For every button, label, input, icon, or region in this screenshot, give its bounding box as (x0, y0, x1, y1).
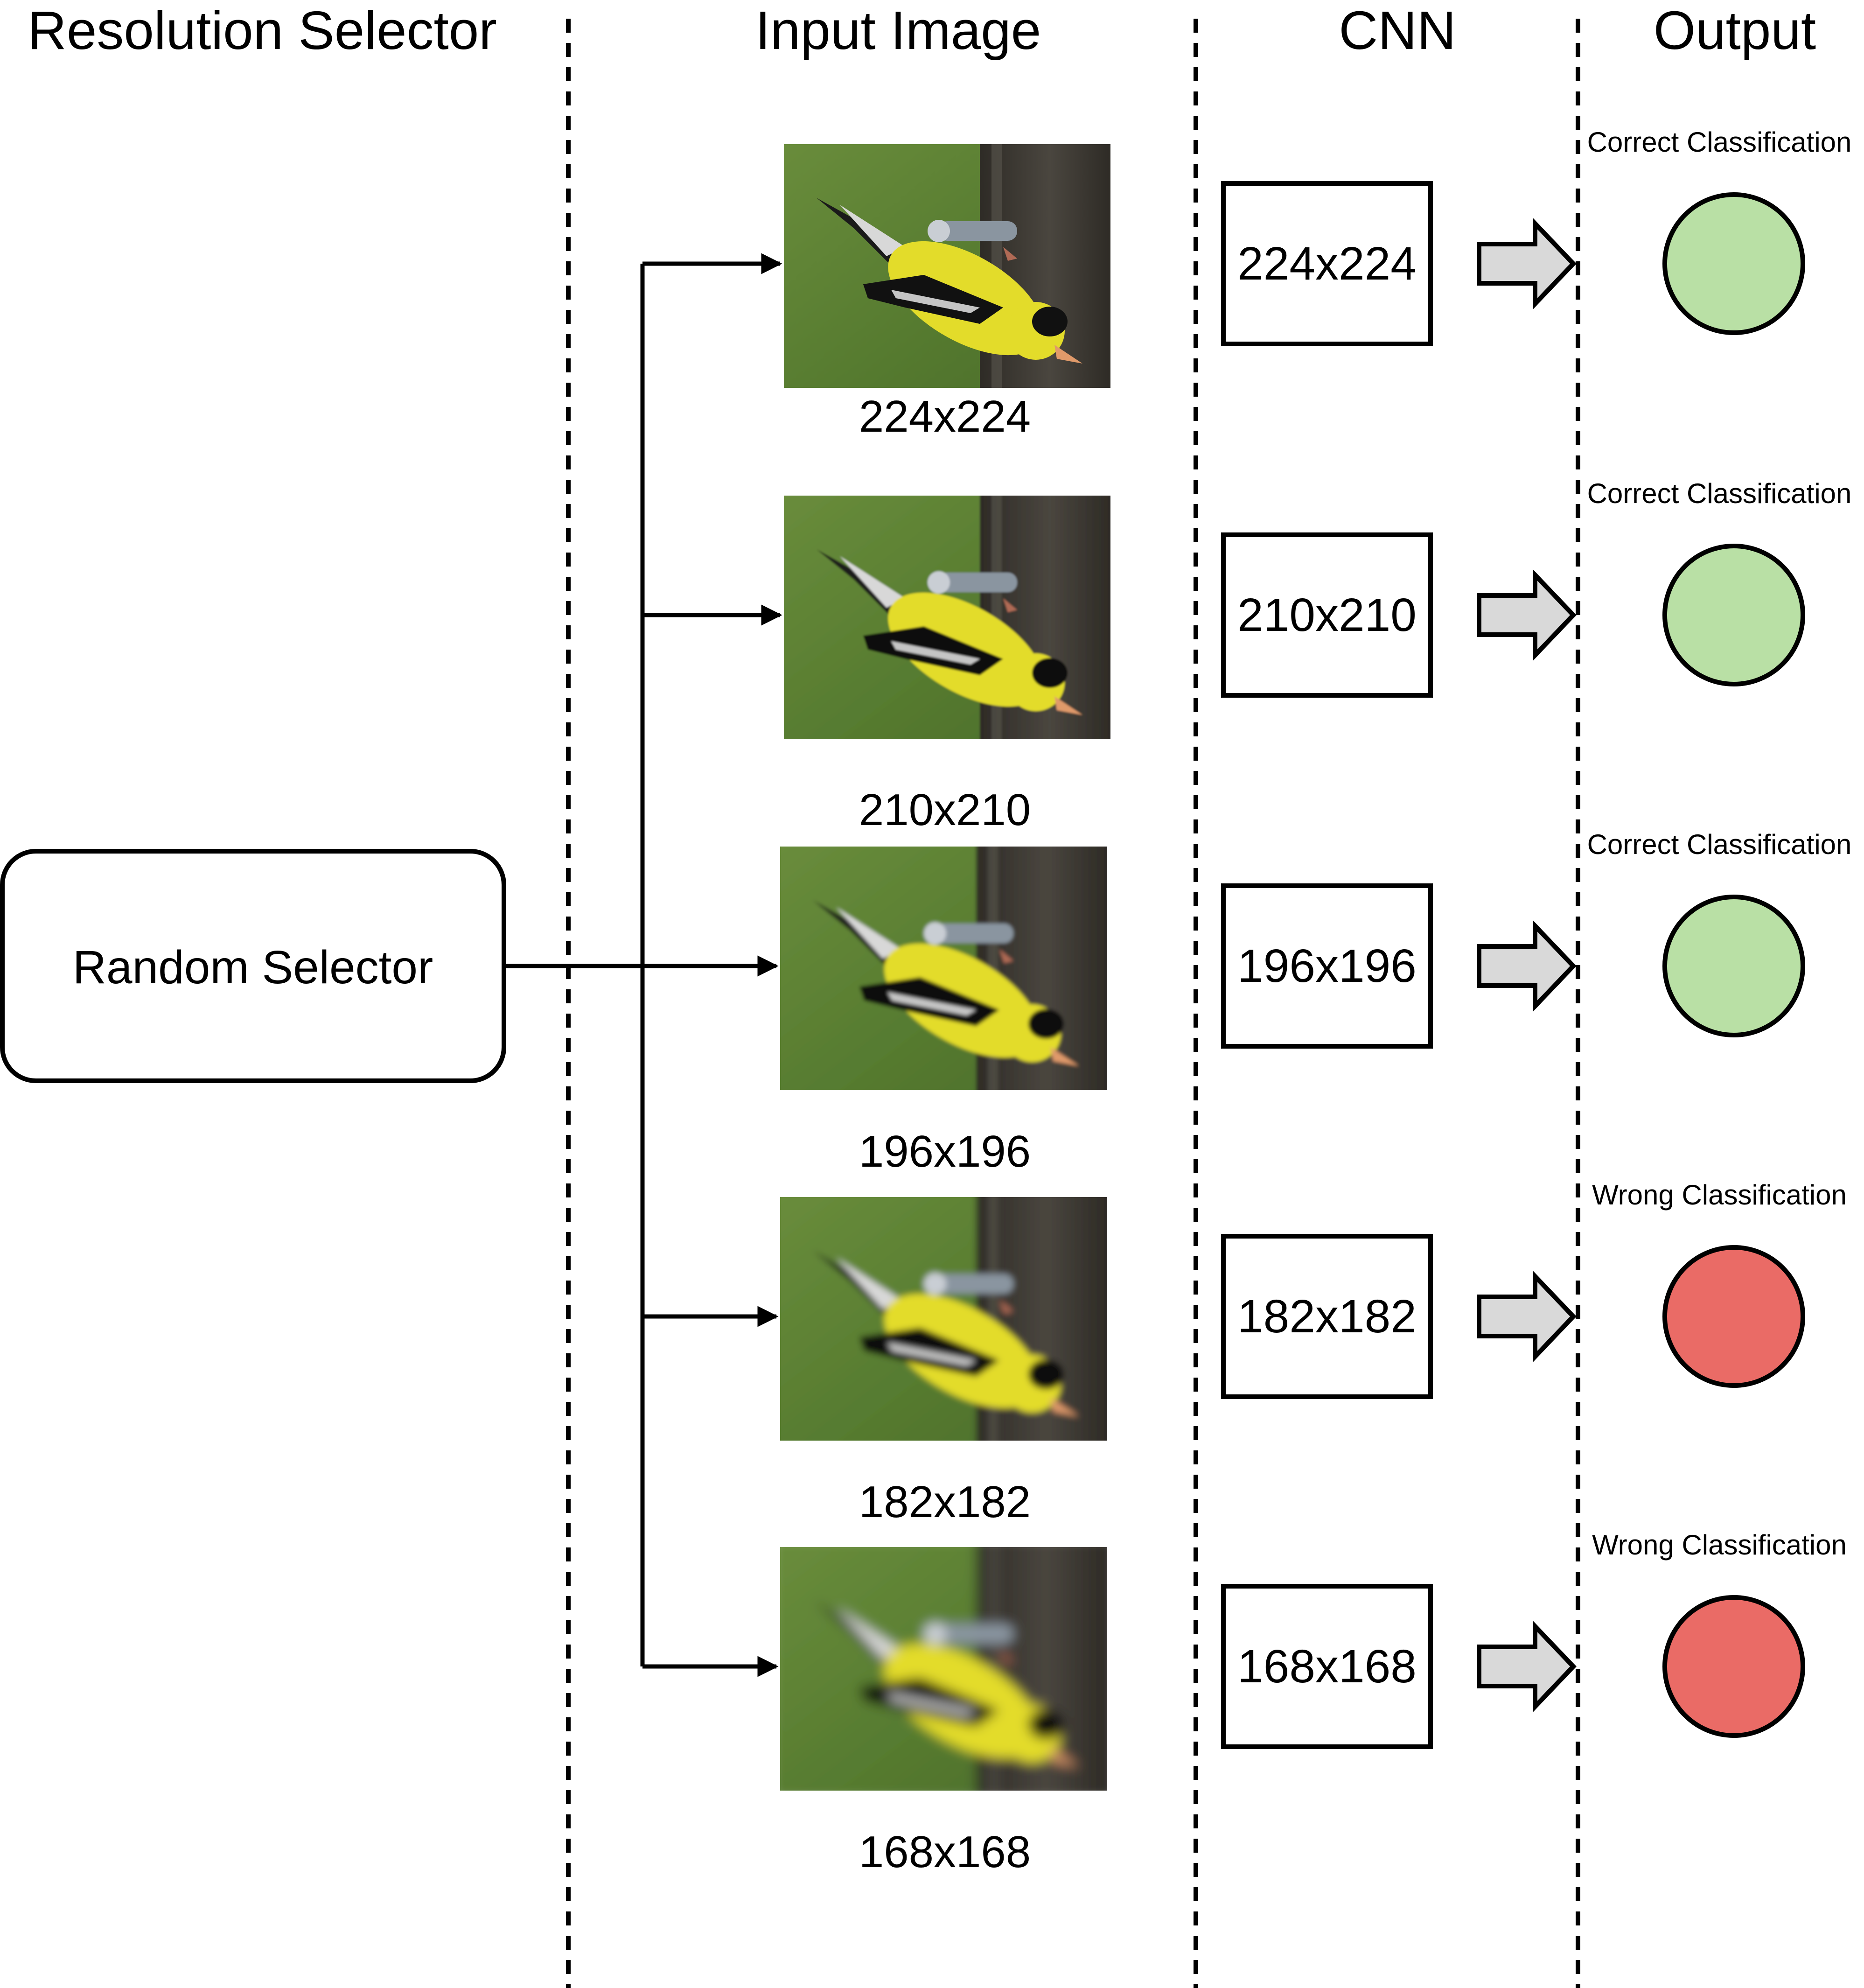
header-cnn: CNN (1339, 0, 1456, 61)
correct-result-circle (1662, 192, 1805, 335)
cnn-box (1221, 532, 1433, 698)
header-output: Output (1654, 0, 1816, 61)
cnn-resolution-label: 182x182 (1237, 1290, 1417, 1343)
random-selector-label: Random Selector (73, 941, 433, 994)
wrong-result-circle (1662, 1595, 1805, 1738)
classification-label: Correct Classification (1587, 126, 1852, 158)
classification-label: Wrong Classification (1592, 1179, 1847, 1211)
random-selector: Random Selector (0, 849, 506, 1083)
correct-result-circle (1662, 544, 1805, 686)
header-input-image: Input Image (755, 0, 1041, 61)
image-resolution-label: 182x182 (859, 1477, 1031, 1527)
block-arrow (1477, 569, 1577, 661)
block-arrow (1477, 1270, 1577, 1363)
selector-connectors (504, 264, 645, 1666)
bird-image (784, 144, 1110, 388)
bird-image (780, 847, 1107, 1090)
bird-image (780, 1547, 1107, 1791)
cnn-box (1221, 1234, 1433, 1399)
cnn-resolution-label: 224x224 (1237, 238, 1417, 290)
bird-image (780, 1197, 1107, 1441)
image-resolution-label: 196x196 (859, 1127, 1031, 1176)
correct-result-circle (1662, 895, 1805, 1037)
classification-label: Correct Classification (1587, 478, 1852, 509)
image-resolution-label: 210x210 (859, 785, 1031, 835)
block-arrow (1477, 920, 1577, 1012)
resolution-row: 168x168 168x168 Wrong Classification (642, 1529, 1847, 1877)
resolution-row: 182x182 182x182 Wrong Classification (642, 1179, 1847, 1527)
image-resolution-label: 224x224 (859, 392, 1031, 441)
classification-label: Wrong Classification (1592, 1529, 1847, 1561)
bird-image (784, 496, 1110, 739)
cnn-resolution-label: 210x210 (1237, 589, 1417, 641)
cnn-box (1221, 883, 1433, 1049)
resolution-row: 224x224 224x224 Correct Classification (642, 126, 1851, 441)
cnn-resolution-label: 196x196 (1237, 940, 1417, 992)
cnn-resolution-label: 168x168 (1237, 1640, 1417, 1693)
wrong-result-circle (1662, 1245, 1805, 1388)
cnn-box (1221, 1584, 1433, 1749)
image-resolution-label: 168x168 (859, 1827, 1031, 1877)
header-resolution-selector: Resolution Selector (28, 0, 497, 61)
classification-label: Correct Classification (1587, 829, 1852, 860)
cnn-box (1221, 181, 1433, 346)
block-arrow (1477, 1620, 1577, 1713)
column-separators (566, 19, 1580, 1988)
resolution-row: 196x196 196x196 Correct Classification (642, 829, 1851, 1176)
resolution-row: 210x210 210x210 Correct Classification (642, 478, 1851, 835)
block-arrow (1477, 217, 1577, 310)
